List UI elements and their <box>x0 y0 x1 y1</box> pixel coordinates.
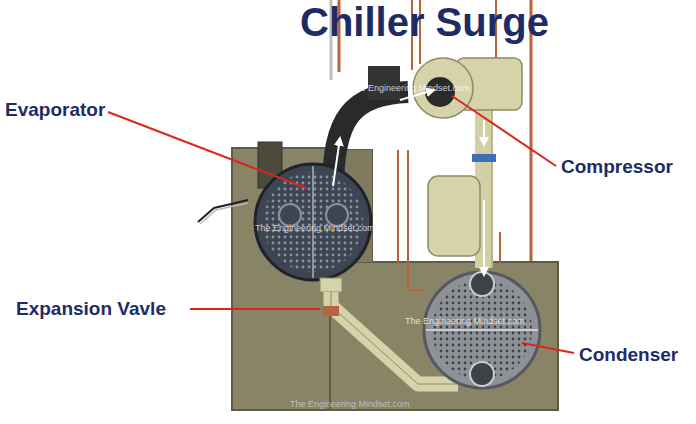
valve <box>323 306 339 316</box>
leader-line <box>452 96 556 166</box>
leader-line <box>522 343 574 353</box>
watermark: The Engineering Mindset.com <box>255 224 375 233</box>
flange <box>472 154 496 162</box>
divider <box>426 329 538 331</box>
condenser-shell <box>424 272 540 388</box>
copper-pipe <box>397 150 399 265</box>
part-label: Compressor <box>561 157 673 176</box>
leader-line <box>108 112 306 188</box>
tube-gap <box>279 204 301 226</box>
copper-pipe <box>408 150 425 290</box>
part-label: Condenser <box>579 345 678 364</box>
tube-gap <box>470 362 494 386</box>
dark-housing <box>368 66 400 100</box>
watermark: The Engineering Mindset.com <box>290 400 410 409</box>
frame <box>330 262 558 410</box>
flow-arrow <box>483 120 485 145</box>
oil-tank <box>428 176 480 256</box>
leader-line <box>190 308 320 310</box>
copper-pipe <box>499 232 501 264</box>
watermark: The Engineering Mindset.com <box>350 84 470 93</box>
title: Chiller Surge <box>300 2 549 42</box>
nozzle <box>320 278 342 292</box>
part-label: Expansion Vavle <box>16 299 166 318</box>
tube-gap <box>326 204 348 226</box>
watermark: The Engineering Mindset.com <box>405 317 525 326</box>
lever <box>200 203 248 224</box>
flow-arrow <box>333 138 340 186</box>
tube-gap <box>470 272 494 296</box>
part-label: Evaporator <box>5 100 105 119</box>
divider <box>312 166 314 278</box>
evaporator-shell <box>255 164 371 280</box>
flow-arrow <box>483 200 485 275</box>
